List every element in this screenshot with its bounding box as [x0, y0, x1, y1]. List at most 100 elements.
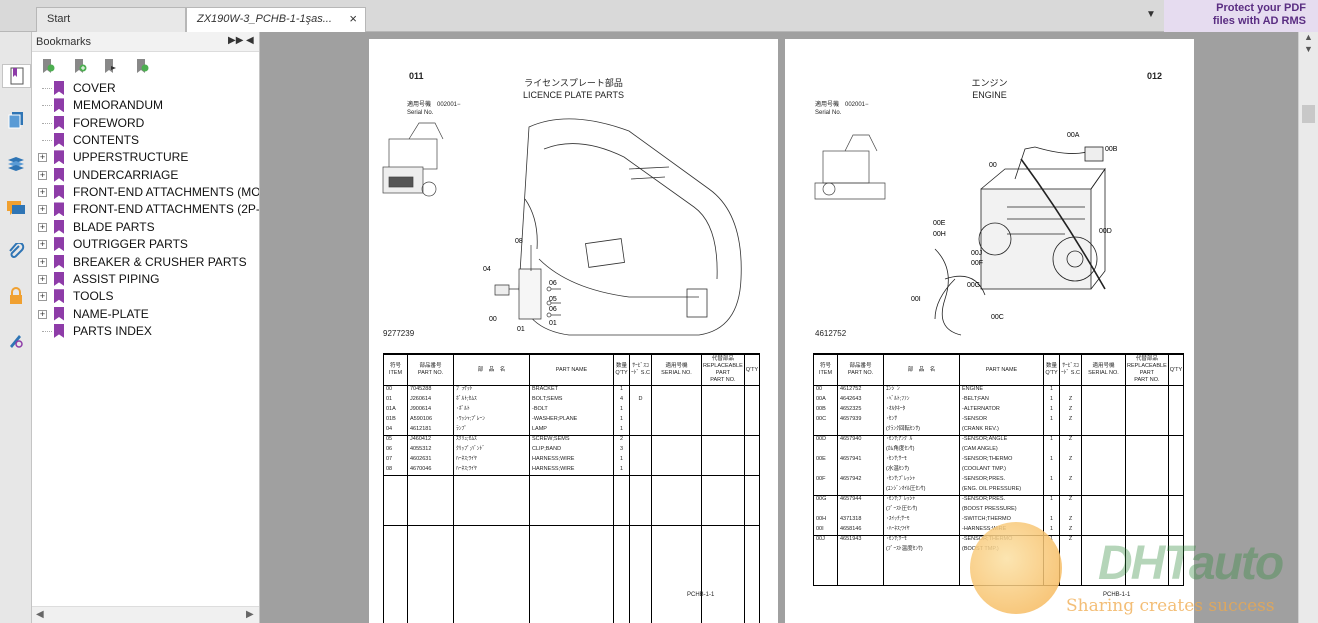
bookmark-item[interactable]: FOREWORD — [32, 115, 259, 132]
bookmark-item[interactable]: PARTS INDEX — [32, 323, 259, 340]
cell-empty — [651, 595, 702, 606]
cell-jp: ･ﾎﾞﾙﾄ — [453, 405, 530, 416]
col-serial: SERIAL NO. — [661, 370, 692, 376]
table-row — [383, 505, 761, 516]
expand-icon[interactable]: + — [38, 221, 47, 232]
bookmark-item[interactable]: +BLADE PARTS — [32, 219, 259, 236]
security-lock-icon[interactable] — [4, 284, 28, 308]
attachments-icon[interactable] — [4, 240, 28, 264]
scroll-right-icon[interactable]: ▶ — [246, 609, 254, 620]
expand-icon[interactable]: + — [38, 152, 47, 163]
watermark-brand: DHTauto — [1098, 537, 1284, 590]
cell-empty — [1081, 515, 1126, 526]
table-row: (水温ｾﾝｻ)(COOLANT TMP.) — [813, 465, 1185, 476]
bookmark-item[interactable]: +OUTRIGGER PARTS — [32, 236, 259, 253]
ad-rms-banner[interactable]: Protect your PDF files with AD RMS — [1164, 0, 1318, 32]
cell-empty — [1167, 575, 1185, 586]
cell-sc — [629, 405, 652, 416]
cell-qty: 1 — [613, 465, 630, 476]
cell-empty — [1125, 435, 1169, 446]
cell-qty: 4 — [613, 395, 630, 406]
cell-empty — [613, 605, 630, 616]
bookmark-item[interactable]: +UPPERSTRUCTURE — [32, 149, 259, 166]
cell-empty — [1125, 455, 1169, 466]
bookmark-label: MEMORANDUM — [73, 98, 163, 113]
col-qty-jp: 数量 — [615, 363, 627, 369]
bookmark-item[interactable]: +NAME-PLATE — [32, 306, 259, 323]
table-row: (ｶﾑ角度ｾﾝｻ)(CAM ANGLE) — [813, 445, 1185, 456]
find-bookmark-icon[interactable] — [134, 58, 152, 74]
bookmark-item[interactable]: +ASSIST PIPING — [32, 271, 259, 288]
cell-empty — [701, 455, 745, 466]
tab-start[interactable]: Start — [36, 7, 186, 32]
callout-00A: 00A — [1067, 132, 1080, 139]
bookmarks-icon[interactable] — [2, 64, 31, 88]
cell-item — [813, 505, 838, 516]
callout-00J: 00J — [971, 250, 982, 257]
tab-bar: Start ZX190W-3_PCHB-1-1şas... × ▼ Protec… — [0, 0, 1318, 32]
cell-item: 05 — [383, 435, 408, 446]
cell-empty — [529, 555, 614, 566]
scroll-left-icon[interactable]: ◀ — [36, 609, 44, 620]
cell-empty — [743, 385, 761, 396]
expand-bookmark-icon[interactable] — [40, 58, 58, 74]
expand-icon[interactable]: + — [38, 256, 47, 267]
scroll-up-icon[interactable]: ▲ — [1304, 32, 1313, 42]
collapse-panel-icon[interactable]: ◀ — [246, 35, 254, 46]
close-icon[interactable]: × — [349, 11, 357, 26]
cell-empty — [1167, 445, 1185, 456]
expand-icon[interactable]: + — [38, 308, 47, 319]
tab-document[interactable]: ZX190W-3_PCHB-1-1şas... × — [186, 7, 366, 32]
cell-empty — [651, 515, 702, 526]
expand-icon[interactable]: + — [38, 169, 47, 180]
document-view[interactable]: 011 ライセンスプレート部品 LICENCE PLATE PARTS 適用号機… — [260, 32, 1298, 623]
bookmark-item[interactable]: CONTENTS — [32, 132, 259, 149]
signatures-icon[interactable] — [4, 328, 28, 352]
bookmark-item[interactable]: +UNDERCARRIAGE — [32, 167, 259, 184]
bookmark-item[interactable]: +TOOLS — [32, 288, 259, 305]
layers-icon[interactable] — [4, 152, 28, 176]
expand-icon[interactable]: + — [38, 273, 47, 284]
col-name: PART NAME — [959, 353, 1044, 386]
cell-empty — [701, 395, 745, 406]
panel-options-icon[interactable]: ▶▶ — [228, 35, 244, 46]
expand-icon[interactable]: + — [38, 187, 47, 198]
table-row — [383, 615, 761, 623]
cell-empty — [651, 445, 702, 456]
add-bookmark-icon[interactable] — [72, 58, 90, 74]
cell-jp: (水温ｾﾝｻ) — [883, 465, 960, 476]
scroll-up-small-icon[interactable]: ▼ — [1304, 44, 1313, 54]
expand-icon[interactable]: + — [38, 239, 47, 250]
cell-sc: Z — [1059, 475, 1082, 486]
bookmark-item[interactable]: +BREAKER & CRUSHER PARTS — [32, 254, 259, 271]
cell-empty — [407, 575, 454, 586]
cell-empty — [629, 615, 652, 623]
scroll-thumb[interactable] — [1302, 105, 1315, 123]
tab-list-dropdown-icon[interactable]: ▼ — [1146, 9, 1156, 20]
bookmark-item[interactable]: MEMORANDUM — [32, 97, 259, 114]
cell-sc — [629, 415, 652, 426]
bookmarks-horizontal-scrollbar[interactable]: ◀ ▶ — [32, 606, 259, 623]
col-serial-jp: 適用号機 — [1092, 363, 1115, 369]
cell-empty — [743, 595, 761, 606]
bookmark-item[interactable]: +FRONT-END ATTACHMENTS (2P-B — [32, 201, 259, 218]
col-part-jp: 部品番号 — [419, 363, 442, 369]
cell-empty — [453, 505, 530, 516]
cell-qty — [1043, 445, 1060, 456]
cell-empty — [529, 565, 614, 576]
expand-icon[interactable]: + — [38, 204, 47, 215]
tree-connector — [42, 122, 52, 124]
expand-icon[interactable]: + — [38, 291, 47, 302]
cell-empty — [407, 545, 454, 556]
move-bookmark-icon[interactable] — [102, 58, 120, 74]
comments-icon[interactable] — [4, 196, 28, 220]
document-vertical-scrollbar[interactable]: ▲ ▼ — [1298, 32, 1318, 623]
cell-empty — [743, 515, 761, 526]
cell-name: HARNESS;WIRE — [529, 465, 614, 476]
bookmark-item[interactable]: COVER — [32, 80, 259, 97]
pages-icon[interactable] — [4, 108, 28, 132]
bookmark-item[interactable]: +FRONT-END ATTACHMENTS (MON — [32, 184, 259, 201]
